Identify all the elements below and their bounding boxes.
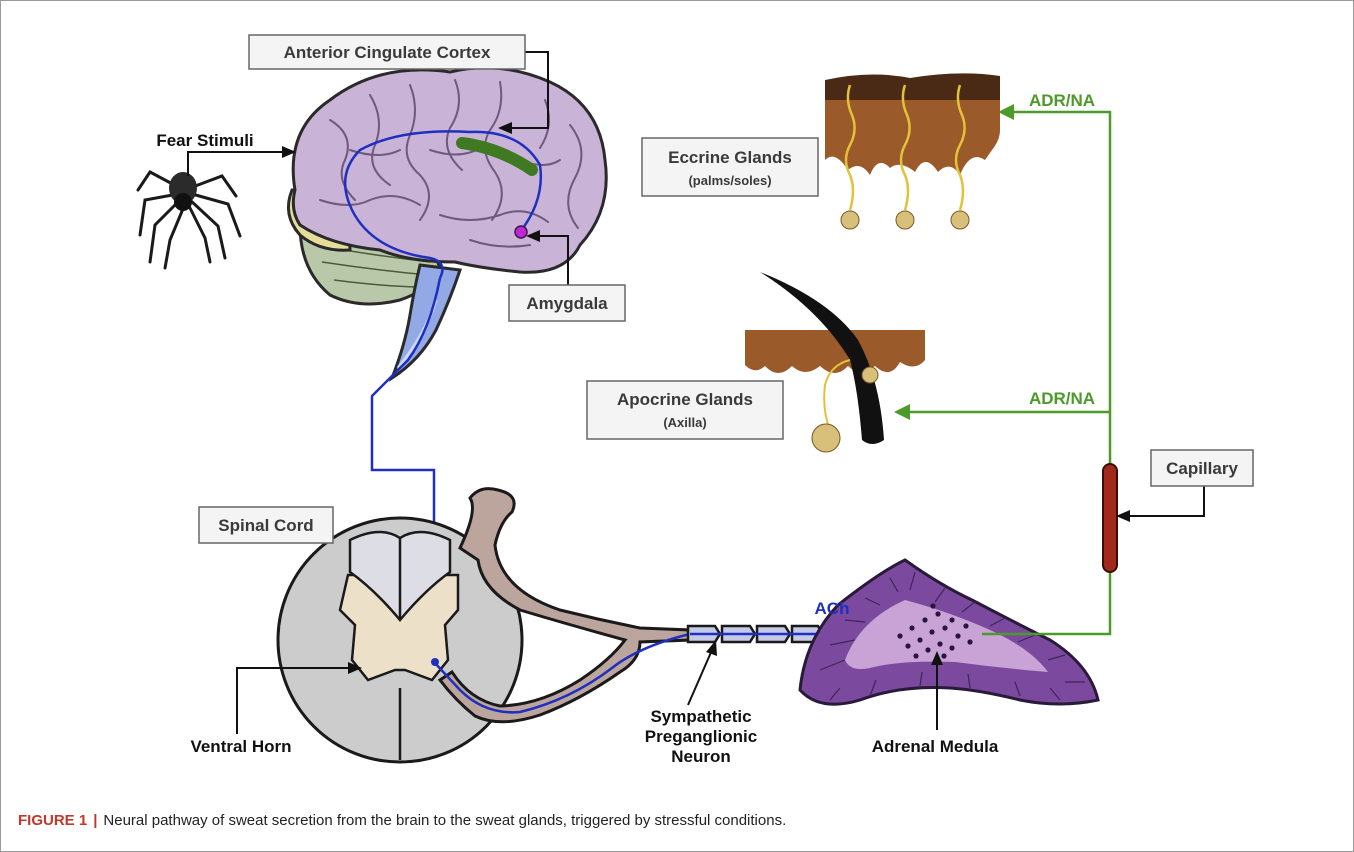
label-ventral-horn: Ventral Horn — [190, 737, 291, 756]
label-adr-na-top: ADR/NA — [1029, 91, 1095, 110]
label-fear-stimuli: Fear Stimuli — [156, 131, 253, 150]
svg-text:(palms/soles): (palms/soles) — [688, 173, 771, 188]
spider-illustration — [138, 172, 240, 268]
label-eccrine-glands: Eccrine Glands (palms/soles) — [642, 138, 818, 196]
label-adr-na-mid: ADR/NA — [1029, 389, 1095, 408]
svg-text:Amygdala: Amygdala — [526, 294, 608, 313]
caption-figure-number: FIGURE 1 — [18, 812, 87, 829]
label-adrenal-medula: Adrenal Medula — [872, 737, 999, 756]
label-ach: ACh — [815, 599, 850, 618]
caption-text: Neural pathway of sweat secretion from t… — [103, 812, 786, 829]
caption-separator: | — [93, 812, 97, 829]
sweat-pathway-diagram: Anterior Cingulate Cortex Amygdala Eccri… — [0, 0, 1354, 800]
label-apocrine-glands: Apocrine Glands (Axilla) — [587, 381, 783, 439]
capillary-vessel — [1103, 464, 1117, 572]
label-capillary: Capillary — [1151, 450, 1253, 486]
label-amygdala: Amygdala — [509, 285, 625, 321]
label-spinal-cord: Spinal Cord — [199, 507, 333, 543]
label-sympathetic-line2: Preganglionic — [645, 727, 757, 746]
svg-text:Anterior Cingulate Cortex: Anterior Cingulate Cortex — [284, 43, 491, 62]
eccrine-gland-illustration — [825, 73, 1000, 229]
svg-text:(Axilla): (Axilla) — [663, 415, 706, 430]
figure-caption: FIGURE 1 | Neural pathway of sweat secreti… — [18, 812, 1338, 829]
brain-illustration — [288, 68, 606, 378]
svg-text:Eccrine Glands: Eccrine Glands — [668, 148, 792, 167]
label-sympathetic-line1: Sympathetic — [650, 707, 751, 726]
svg-text:Spinal Cord: Spinal Cord — [218, 516, 313, 535]
svg-text:Capillary: Capillary — [1166, 459, 1238, 478]
label-sympathetic-line3: Neuron — [671, 747, 731, 766]
adrenal-gland-illustration — [800, 560, 1098, 704]
svg-text:Apocrine Glands: Apocrine Glands — [617, 390, 753, 409]
label-anterior-cingulate: Anterior Cingulate Cortex — [249, 35, 525, 69]
